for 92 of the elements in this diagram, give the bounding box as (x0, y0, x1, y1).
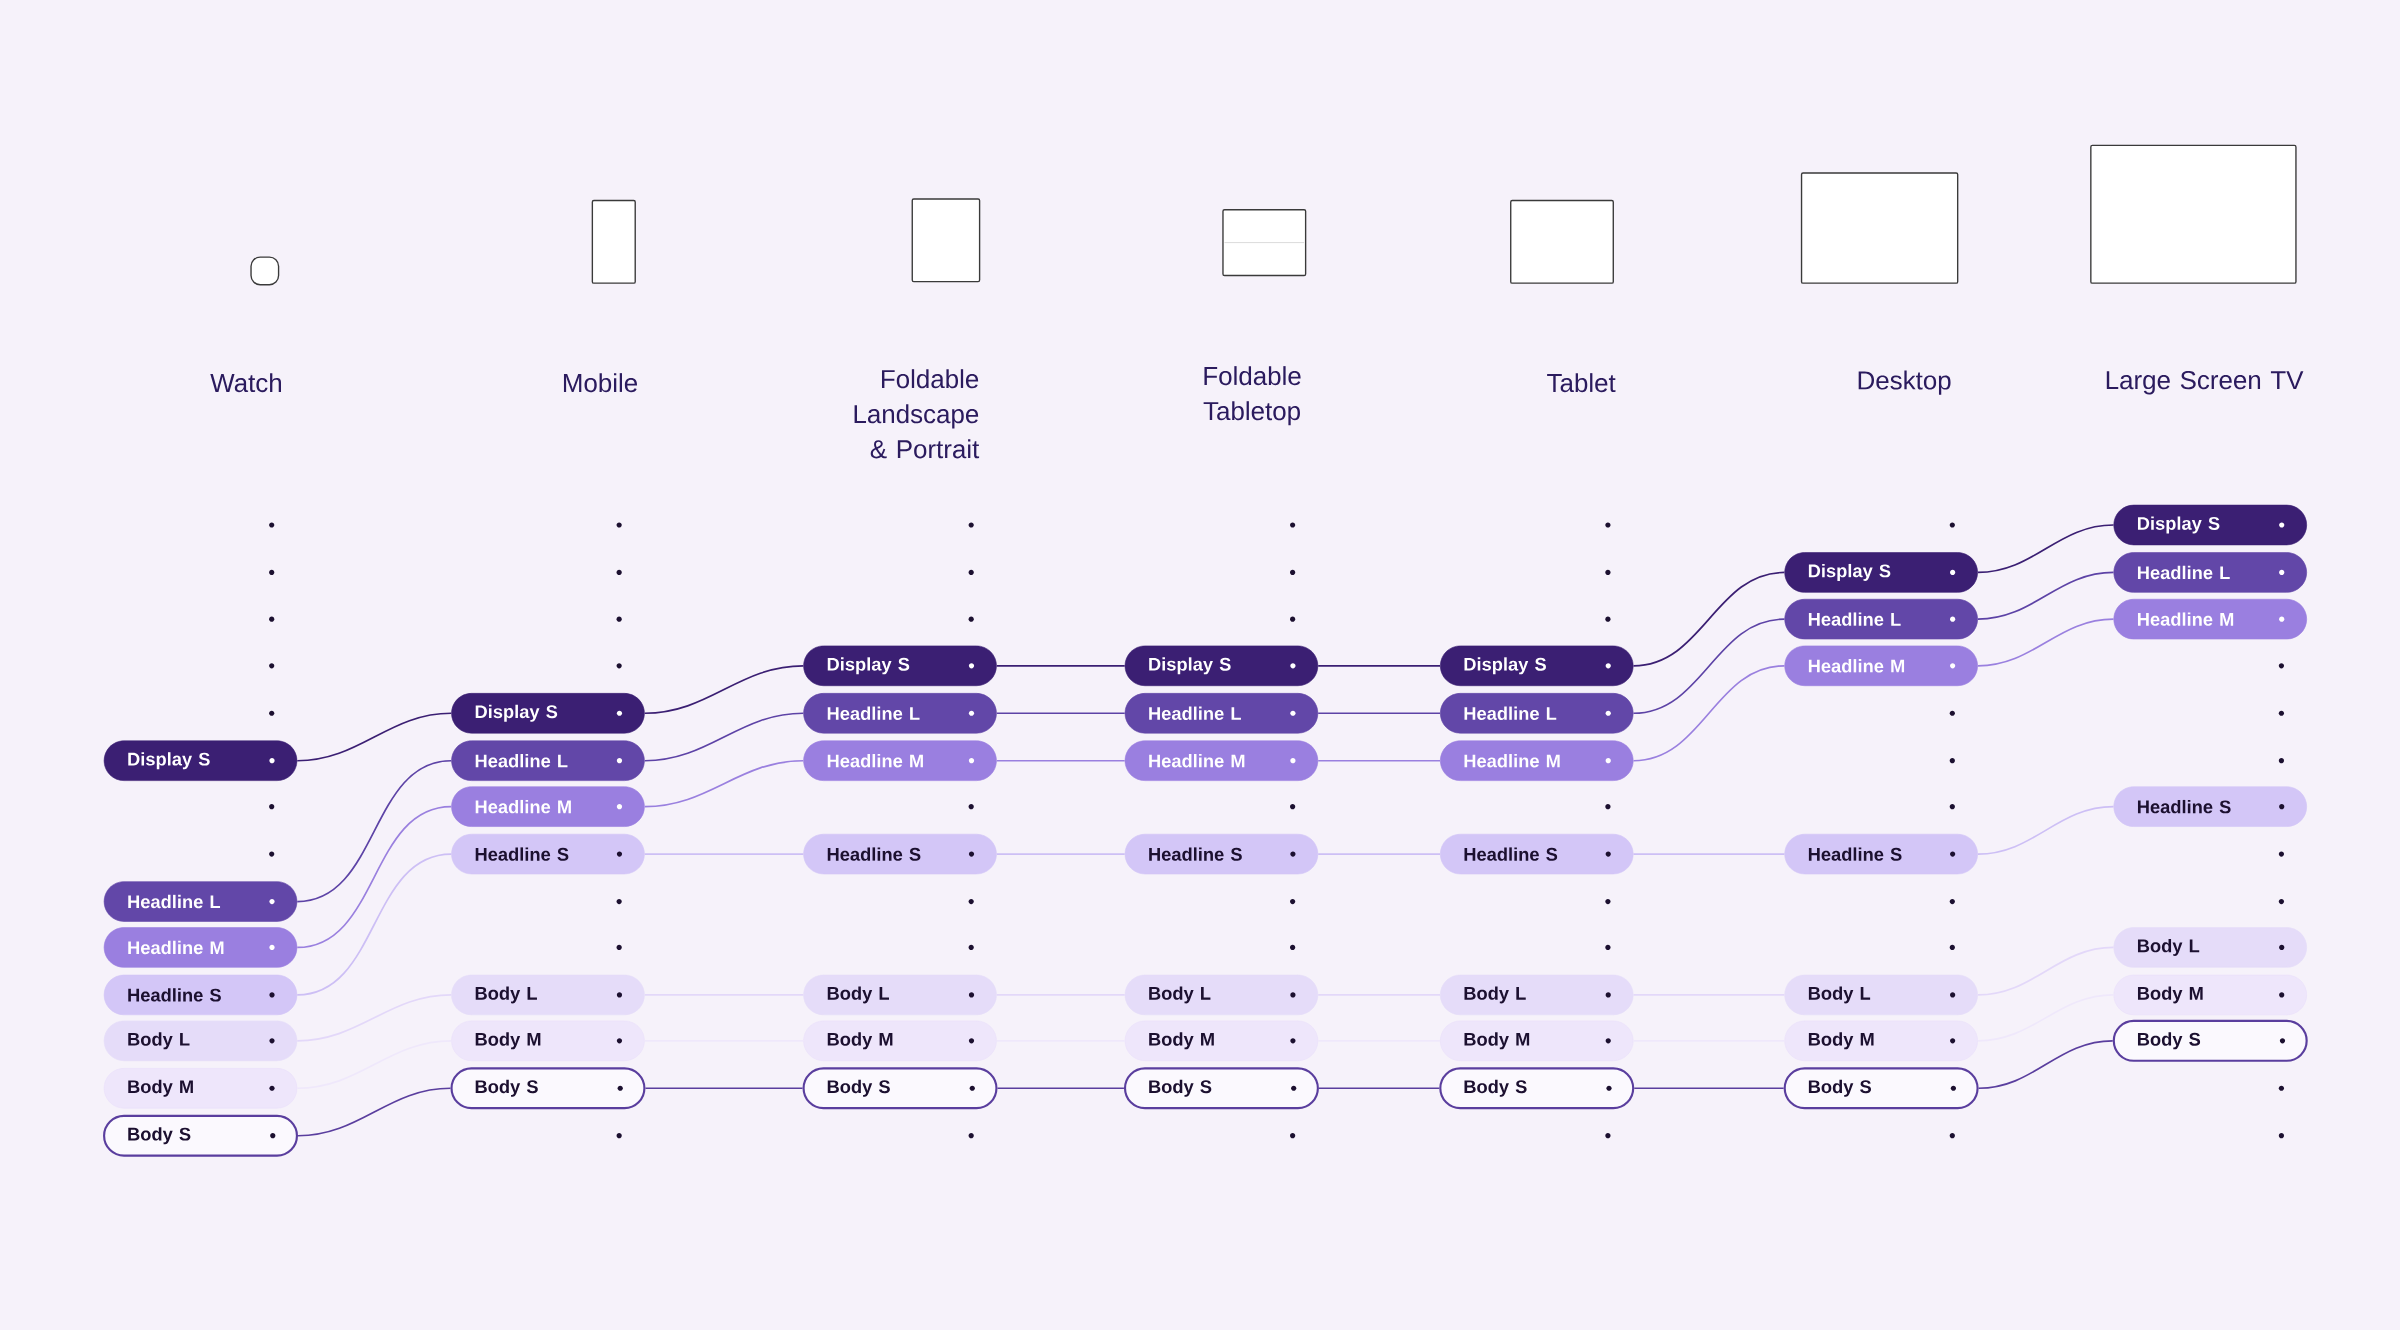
type-style-pill: Body M (103, 1068, 298, 1109)
type-style-pill: Headline S (451, 833, 645, 875)
type-style-pill: Body S (450, 1067, 646, 1110)
connector-line (995, 664, 1126, 667)
type-style-pill: Body M (1440, 1020, 1634, 1061)
connector-line (1977, 946, 2115, 996)
type-style-pill: Body S (103, 1114, 298, 1157)
type-style-pill: Body S (1783, 1067, 1979, 1110)
type-style-pill: Body L (1124, 974, 1319, 1016)
type-style-pill: Headline L (451, 740, 645, 781)
connector-line (1632, 571, 1786, 667)
connector-line (1977, 524, 2115, 574)
screen-outline (591, 199, 636, 284)
type-style-pill: Headline S (1784, 833, 1978, 875)
type-style-pill: Headline M (1784, 645, 1978, 686)
connector-line (995, 853, 1126, 855)
connector-line (1318, 1087, 1441, 1090)
screen-outline (2090, 144, 2297, 284)
type-style-pill: Body L (2113, 927, 2307, 968)
type-style-pill: Headline L (2113, 552, 2307, 593)
connector-line (1317, 712, 1441, 715)
connector-line (1632, 853, 1786, 855)
connector-line (1977, 805, 2115, 855)
device-heading: Large Screen TV (2106, 370, 2304, 395)
connector-line (643, 759, 805, 808)
type-style-pill: Body S (1123, 1067, 1319, 1110)
type-style-pill: Headline M (103, 927, 298, 968)
screen-outline (1510, 199, 1614, 284)
type-style-pill: Headline M (803, 740, 997, 781)
type-style-pill: Body M (451, 1020, 645, 1061)
type-style-pill: Body L (803, 974, 997, 1016)
type-style-pill: Body S (2112, 1019, 2308, 1062)
type-style-pill: Display S (803, 645, 997, 686)
device-heading: Desktop (1858, 370, 1951, 395)
connector-line (1977, 571, 2115, 620)
type-style-pill: Headline S (2113, 786, 2307, 827)
type-style-pill: Display S (1124, 645, 1319, 686)
connector-line (296, 759, 453, 903)
type-style-pill: Body L (1440, 974, 1634, 1016)
screen-outline (1222, 208, 1307, 277)
type-style-pill: Body L (1784, 974, 1978, 1016)
connector-line (1977, 1039, 2114, 1090)
type-style-pill: Headline M (2113, 598, 2307, 640)
type-style-pill: Headline M (451, 786, 645, 827)
type-style-pill: Headline L (1440, 693, 1634, 734)
connector-line (643, 664, 805, 715)
type-style-pill: Body L (451, 974, 645, 1016)
screen-outline (911, 198, 981, 283)
type-style-pill: Display S (451, 693, 645, 734)
connector-line (296, 805, 453, 949)
type-style-pill: Headline L (1124, 693, 1319, 734)
type-style-pill: Display S (1784, 552, 1978, 593)
type-style-pill: Display S (103, 740, 298, 781)
connector-line (1317, 759, 1441, 762)
connector-line (996, 1087, 1125, 1090)
connector-line (643, 853, 805, 855)
type-style-pill: Headline M (1124, 740, 1319, 781)
type-style-pill: Headline M (1440, 740, 1634, 781)
connector-line (1317, 664, 1441, 667)
connector-line (296, 853, 453, 996)
type-style-pill: Body M (1124, 1020, 1319, 1061)
connector-line (1632, 664, 1786, 762)
type-style-pill: Headline S (1440, 833, 1634, 875)
connector-line (1977, 994, 2115, 1042)
connector-line (297, 1087, 452, 1137)
type-style-pill: Body L (103, 1020, 298, 1061)
connector-line (296, 712, 453, 762)
connector-line (643, 712, 805, 762)
type-style-pill: Headline L (803, 693, 997, 734)
connector-line (296, 1039, 453, 1090)
type-style-pill: Body S (1439, 1067, 1635, 1110)
type-style-pill: Headline S (803, 833, 997, 875)
connector-line (995, 759, 1126, 762)
type-style-pill: Headline L (1784, 598, 1978, 640)
type-style-pill: Body M (1784, 1020, 1978, 1061)
connector-line (296, 994, 453, 1042)
type-style-pill: Display S (1440, 645, 1634, 686)
connector-line (644, 1087, 804, 1090)
screen-outline (250, 256, 280, 286)
connector-line (1977, 618, 2115, 667)
type-style-pill: Body M (803, 1020, 997, 1061)
type-style-pill: Display S (2113, 504, 2307, 546)
connector-line (1317, 853, 1441, 855)
screen-outline (1800, 172, 1959, 284)
connector-line (1632, 618, 1786, 715)
type-style-pill: Body M (2113, 974, 2307, 1016)
connector-line (995, 712, 1126, 715)
connector-line (1633, 1087, 1785, 1090)
type-style-pill: Body S (802, 1067, 998, 1110)
type-style-pill: Headline S (1124, 833, 1319, 875)
type-style-pill: Headline S (103, 974, 298, 1016)
type-style-pill: Headline L (103, 881, 298, 922)
